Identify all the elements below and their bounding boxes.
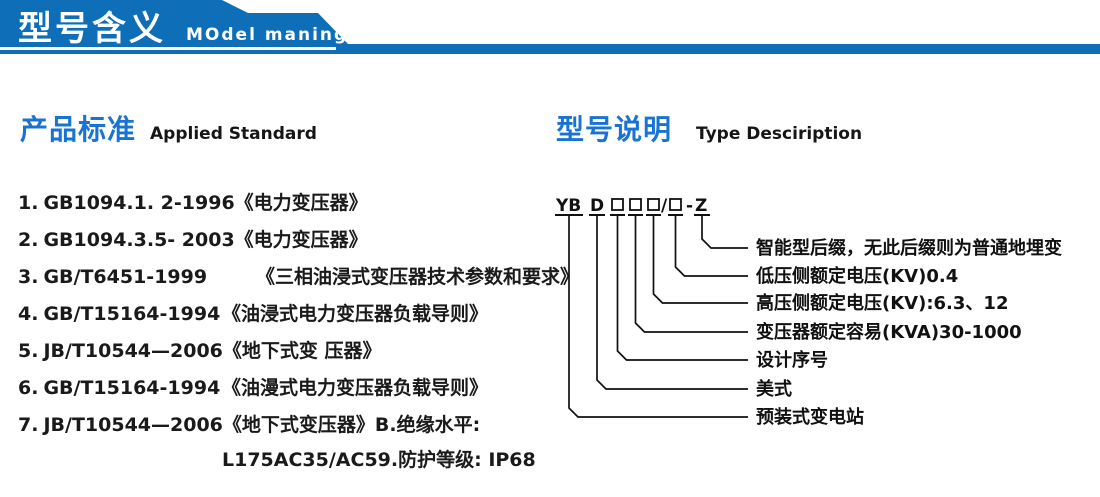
model-code-box [669,198,682,211]
code-underline [589,214,605,216]
standard-code: 4.GB/T15164-1994 [18,303,222,326]
model-code-text: - [686,196,693,216]
standard-code: 6.GB/T15164-1994 [18,377,222,400]
standard-code: 2.GB1094.3.5- 2003 [18,229,235,252]
standards-heading-zh: 产品标准 [20,113,137,146]
code-underline [646,214,661,216]
model-code-box [629,198,642,211]
type-heading-zh: 型号说明 [556,113,673,146]
model-code-text: D [590,196,604,216]
code-underline [628,214,643,216]
standard-title: 《三相油浸式变压器技术参数和要求》 [256,266,580,288]
model-code-label: 变压器额定容易(KVA)30-1000 [756,321,1022,343]
standard-item: 1.GB1094.1. 2-1996《电力变压器》 [18,192,578,215]
model-code-label: 设计序号 [756,349,828,371]
banner-subtitle: MOdel maning [186,25,349,45]
model-code-label: 美式 [756,378,792,400]
standard-code-text: GB/T15164-1994 [43,377,221,399]
standard-item: 4.GB/T15164-1994《油浸式电力变压器负载导则》 [18,303,578,326]
standard-title: 《电力变压器》 [234,229,368,251]
standard-number: 3. [18,266,39,288]
connector-line [568,216,748,418]
standard-title: 《油浸式电力变压器负载导则》 [222,303,489,325]
standard-continuation-line: L175AC35/AC59.防护等级: IP68 [222,449,536,471]
code-underline [610,214,625,216]
standard-number: 6. [18,377,39,399]
connector-line [634,216,748,333]
standard-code: 5.JB/T10544—2006 [18,340,223,363]
standard-number: 7. [18,414,39,436]
code-underline [694,214,710,216]
standard-title: 《地下式变压器》B.绝缘水平: [222,414,481,436]
banner-title: 型号含义 [18,9,166,49]
model-code-label: 高压侧额定电压(KV):6.3、12 [756,292,1008,314]
standard-item: 2.GB1094.3.5- 2003《电力变压器》 [18,229,578,252]
standard-item: 7.JB/T10544—2006《地下式变压器》B.绝缘水平: [18,414,578,437]
model-code-text: Z [695,196,707,216]
standard-code-text: GB/T15164-1994 [43,303,221,325]
standard-code-text: GB1094.3.5- 2003 [43,229,235,251]
standards-heading-en: Applied Standard [150,124,317,144]
connector-line [652,216,748,304]
code-underline [668,214,683,216]
standards-section-heading: 产品标准 Applied Standard [20,108,317,148]
model-code-label: 低压侧额定电压(KV)0.4 [755,265,958,287]
page-banner: 型号含义 MOdel maning [0,0,1100,58]
connector-line [701,216,748,249]
connector-line [674,216,748,277]
connector-line [596,216,748,390]
standard-number: 2. [18,229,39,251]
model-code-text: / [661,196,668,216]
standard-code: 1.GB1094.1. 2-1996 [18,192,235,215]
banner-ribbon-shape [0,0,1100,54]
model-code-label: 预装式变电站 [756,406,864,428]
model-code-label: 智能型后缀，无此后缀则为普通地埋变 [756,237,1062,259]
connector-line [616,216,748,361]
standards-list: 1.GB1094.1. 2-1996《电力变压器》2.GB1094.3.5- 2… [18,192,580,451]
standard-code: 3.GB/T6451-1999 [18,266,222,289]
standard-code-text: JB/T10544—2006 [43,340,223,362]
standard-number: 5. [18,340,39,362]
standard-item: 5.JB/T10544—2006《地下式变 压器》 [18,340,578,363]
type-section-heading: 型号说明 Type Desciription [556,108,862,148]
standard-number: 4. [18,303,39,325]
standard-code-text: GB1094.1. 2-1996 [43,192,235,214]
standard-code-text: JB/T10544—2006 [43,414,223,436]
standard-code-text: GB/T6451-1999 [43,266,208,288]
model-code-box [611,198,624,211]
model-code-box [647,198,660,211]
standard-item: 6.GB/T15164-1994《油漫式电力变压器负载导则》 [18,377,578,400]
standard-title: 《油漫式电力变压器负载导则》 [222,377,489,399]
standard-item: 3.GB/T6451-1999 《三相油浸式变压器技术参数和要求》 [18,266,580,289]
standard-title: 《电力变压器》 [234,192,368,214]
standard-code: 7.JB/T10544—2006 [18,414,223,437]
standard-title: 《地下式变 压器》 [222,340,382,362]
standard-number: 1. [18,192,39,214]
type-heading-en: Type Desciription [696,124,863,144]
